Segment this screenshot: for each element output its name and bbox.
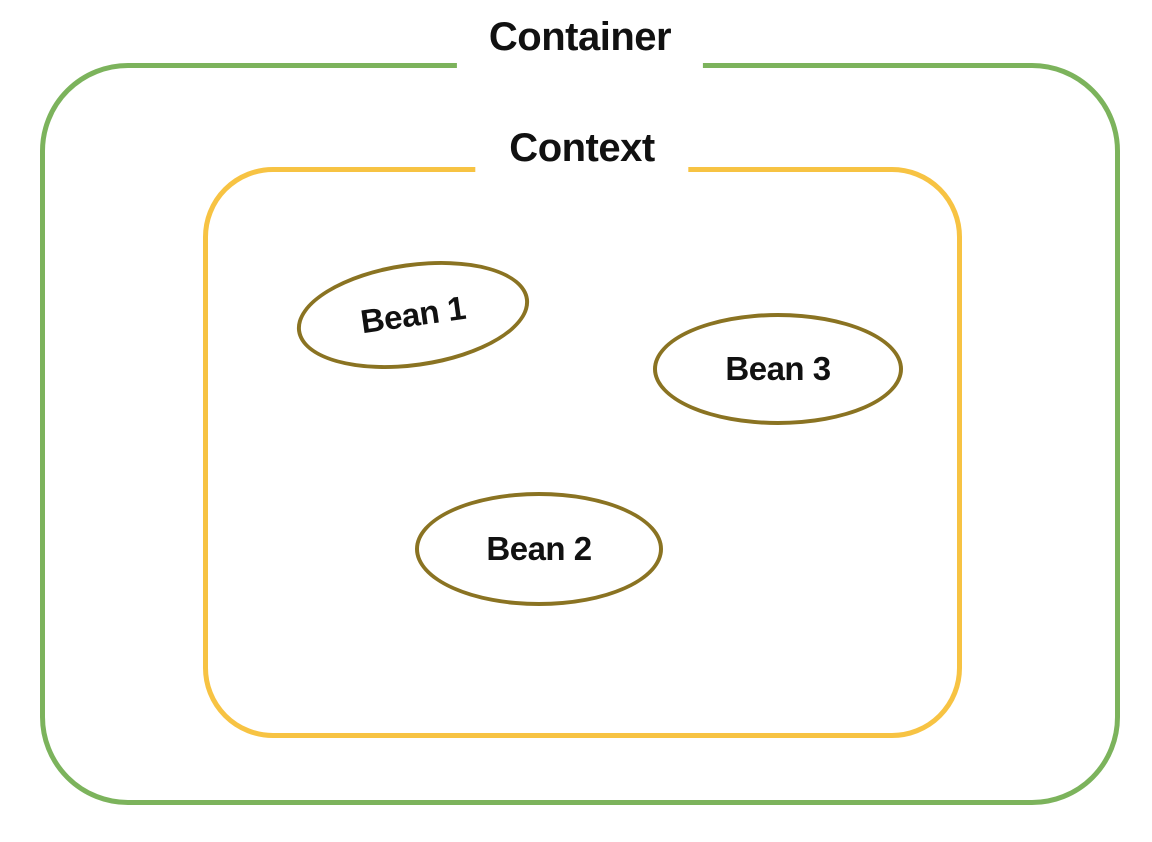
- context-label: Context: [475, 128, 689, 184]
- container-label: Container: [456, 17, 704, 73]
- context-box: [203, 167, 962, 738]
- bean-2-label: Bean 2: [486, 530, 592, 567]
- bean-2-ellipse: Bean 2: [415, 492, 663, 606]
- bean-3-ellipse: Bean 3: [653, 313, 903, 425]
- bean-3-label: Bean 3: [725, 350, 831, 387]
- bean-1-label: Bean 1: [358, 288, 468, 341]
